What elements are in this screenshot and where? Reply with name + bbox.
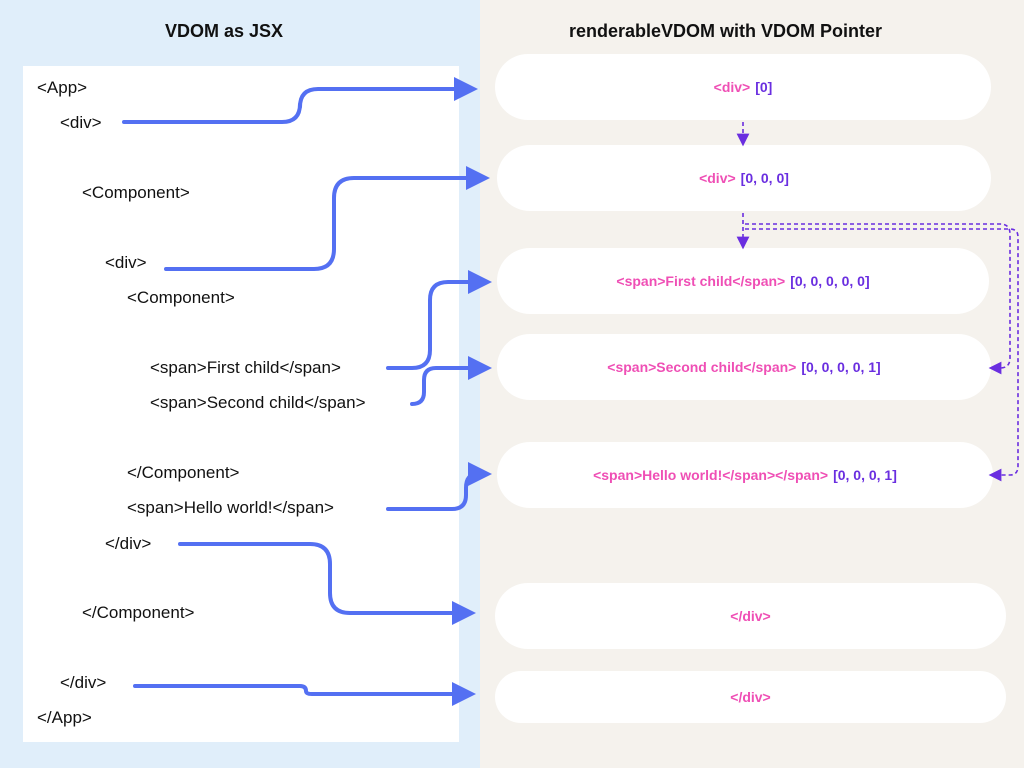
vdom-node-tag: </div> (730, 689, 771, 705)
jsx-line-inner-div-open: <div> (105, 253, 147, 272)
vdom-node-pointer: [0] (755, 79, 773, 95)
vdom-node-tag: <div> (699, 170, 736, 186)
jsx-line-component-open: <Component> (82, 183, 190, 202)
pointer-link-inner-to-second (745, 223, 1011, 375)
vdom-node-tag: <span>First child</span> (616, 273, 786, 289)
jsx-line-app-close: </App> (37, 708, 92, 727)
vdom-node-pointer: [0, 0, 0, 0, 1] (801, 359, 881, 375)
connector-arrow-div-root (122, 77, 478, 124)
jsx-line-inner-component-open: <Component> (127, 288, 235, 307)
pointer-link-inner-to-hello (745, 228, 1019, 482)
jsx-line-hello-world: <span>Hello world!</span> (127, 498, 334, 517)
jsx-line-inner-component-close: </Component> (127, 463, 240, 482)
vdom-node-tag: <div> (713, 79, 751, 95)
vdom-node-tag: <span>Hello world!</span></span> (593, 467, 829, 483)
vdom-node-div-inner: <div>[0, 0, 0] (497, 145, 991, 211)
vdom-node-div-root-close: </div> (495, 671, 1006, 723)
vdom-node-first-child: <span>First child</span>[0, 0, 0, 0, 0] (497, 248, 989, 314)
connector-arrow-second-child (410, 356, 492, 406)
jsx-heading: VDOM as JSX (165, 21, 284, 41)
jsx-line-inner-div-close: </div> (105, 534, 152, 553)
jsx-line-div-open: <div> (60, 113, 102, 132)
connector-arrow-div-root-close (133, 682, 476, 706)
connector-arrow-hello-world (386, 462, 492, 511)
vdom-node-div-root: <div>[0] (495, 54, 991, 120)
jsx-line-first-child: <span>First child</span> (150, 358, 341, 377)
jsx-line-div-close: </div> (60, 673, 107, 692)
vdom-node-tag: <span>Second child</span> (607, 359, 797, 375)
vdom-node-pointer: [0, 0, 0, 0, 0] (790, 273, 870, 289)
vdom-node-pointer: [0, 0, 0] (740, 170, 789, 186)
connector-arrow-first-child (386, 270, 492, 370)
vdom-node-tag: </div> (730, 608, 771, 624)
connector-arrow-div-inner (164, 166, 490, 271)
connector-arrow-div-inner-close (178, 542, 476, 625)
jsx-line-app-open: <App> (37, 78, 88, 97)
jsx-line-component-close: </Component> (82, 603, 195, 622)
vdom-heading: renderableVDOM with VDOM Pointer (569, 21, 883, 41)
vdom-node-pointer: [0, 0, 0, 1] (833, 467, 897, 483)
vdom-node-div-inner-close: </div> (495, 583, 1006, 649)
vdom-node-hello-world: <span>Hello world!</span></span>[0, 0, 0… (497, 442, 993, 508)
jsx-line-second-child: <span>Second child</span> (150, 393, 366, 412)
vdom-node-second-child: <span>Second child</span>[0, 0, 0, 0, 1] (497, 334, 991, 400)
